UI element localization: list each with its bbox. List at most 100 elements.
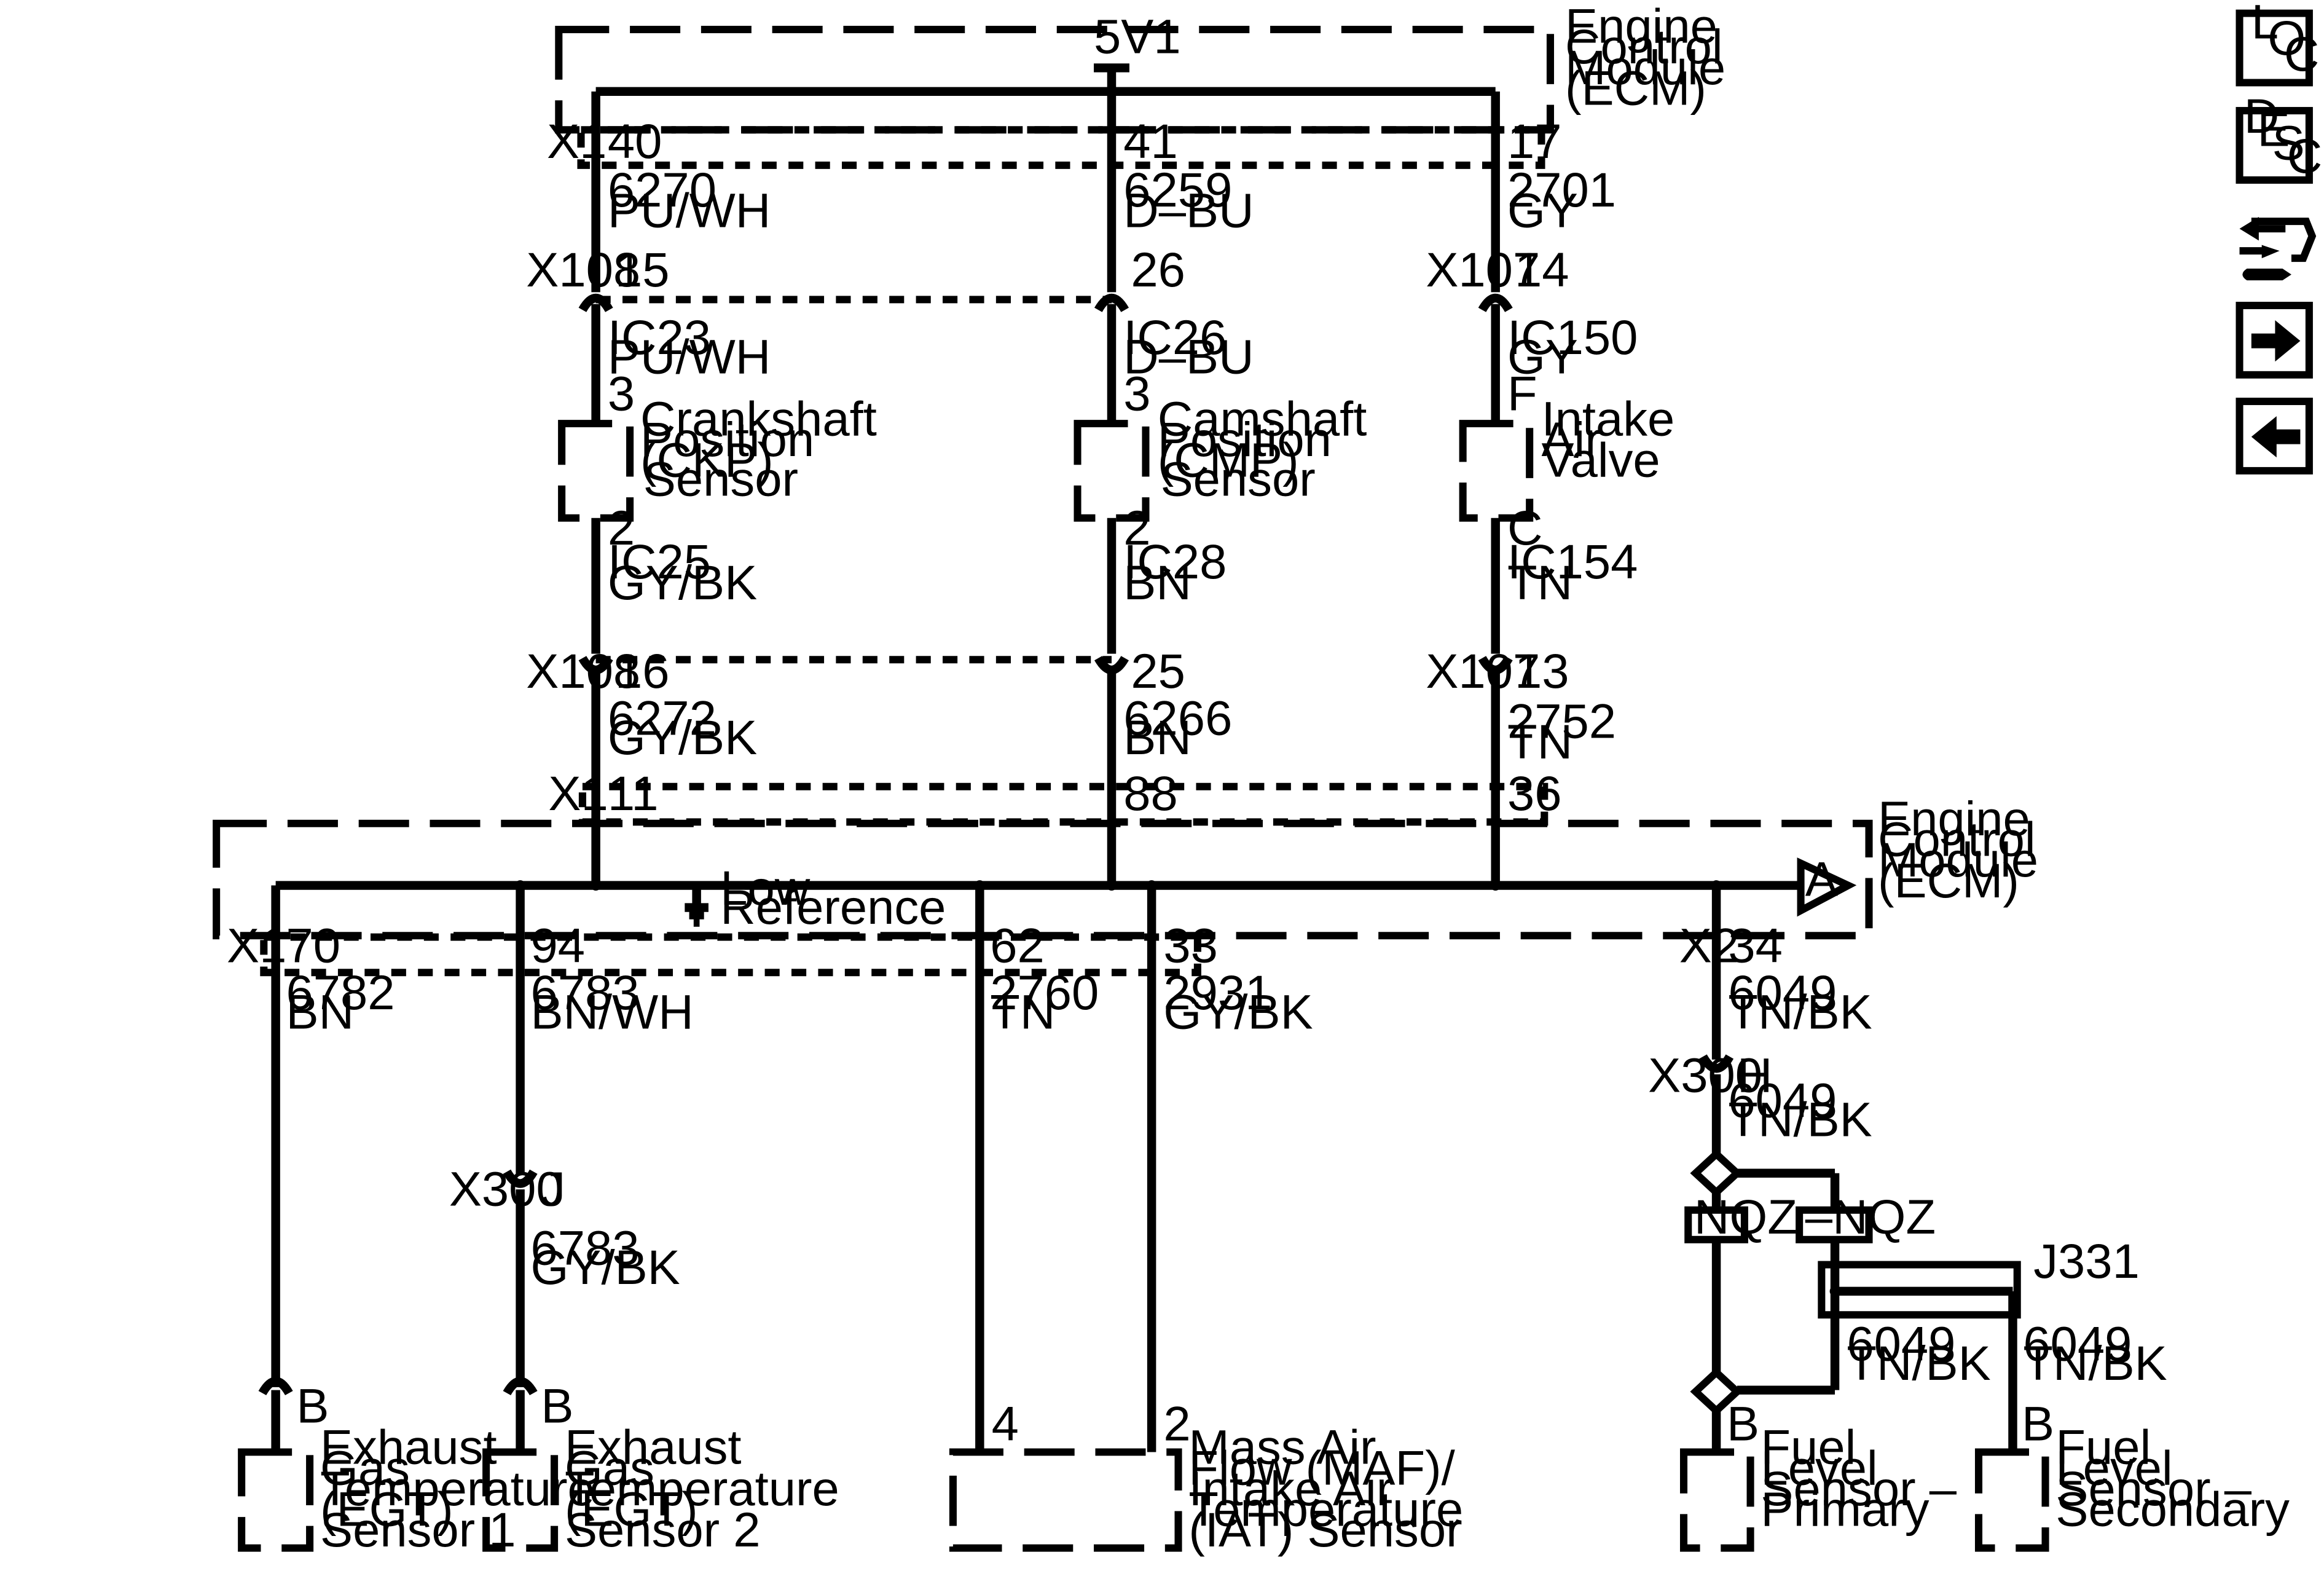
ecm-label-top-2: Control <box>1565 19 1723 74</box>
fuel-secondary-box <box>1974 1448 2049 1552</box>
iav-sensor-label-1: Intake <box>1541 391 1674 446</box>
x108-label-top: X108 <box>526 242 640 297</box>
iav-x107-pin-bottom: 13 <box>1515 644 1569 698</box>
cmp-harness-b-color: BN <box>1123 555 1191 610</box>
maf-wire-a-num: 2760 <box>990 965 1099 1020</box>
fuel-x300-pin: H <box>1737 1048 1772 1103</box>
egt1-wire-num: 6782 <box>286 965 395 1020</box>
egt2-x300-pin: J <box>541 1162 565 1216</box>
iav-ecm-pin-bottom: 36 <box>1507 766 1562 821</box>
iav-sensor-box <box>1459 420 1534 522</box>
x1-connector-top <box>577 126 1545 169</box>
ecm-label-bottom-1: Engine <box>1878 791 2030 846</box>
ecm-label-bottom-2: Control <box>1878 812 2036 867</box>
cmp-sensor-label-4: Sensor <box>1161 452 1316 506</box>
next-page-button[interactable] <box>2236 301 2313 379</box>
fuel-secondary-label-2: Level <box>2055 1441 2172 1495</box>
x107-label-top: X107 <box>1426 242 1540 297</box>
iav-sensor-pin-bottom: C <box>1507 500 1542 555</box>
egt2-sensor-label-1: Exhaust <box>565 1420 742 1475</box>
iav-wire-b-num: 2752 <box>1507 694 1616 749</box>
offpage-label-a: A <box>1805 852 1838 907</box>
fuel-wire-b-color: TN/BK <box>1728 1092 1872 1147</box>
j331-label: J331 <box>2033 1234 2140 1288</box>
egt1-sensor-label-2: Gas <box>320 1441 410 1495</box>
splice-cmp <box>1106 880 1117 891</box>
ecm-label-top-1: Engine <box>1565 0 1717 53</box>
desc-button[interactable]: D E S C <box>2236 89 2323 184</box>
loc-button-letter-c: C <box>2284 26 2319 81</box>
fuel-primary-label-3: Sensor – <box>1761 1461 1957 1516</box>
egt2-sensor-box <box>482 1448 559 1552</box>
connector-end-view-icon[interactable] <box>2239 216 2317 281</box>
ckp-ecm-pin: 40 <box>608 114 662 168</box>
cmp-sensor-box <box>1074 420 1150 522</box>
iav-wire-b-color: TN <box>1507 714 1572 769</box>
maf-ecm-pin-a: 62 <box>990 918 1045 973</box>
maf-sensor-label-5: (IAT) Sensor <box>1188 1502 1462 1557</box>
desc-button-letter-c: C <box>2287 128 2322 183</box>
egt1-ecm-pin: 70 <box>286 918 341 973</box>
low-reference-label-2: Reference <box>720 880 946 934</box>
fuel-option-diamond-top <box>1690 1149 1743 1198</box>
cmp-ecm-pin: 41 <box>1123 114 1178 168</box>
egt1-wire-color: BN <box>286 985 355 1039</box>
egt2-sensor-label-4: (EGT) <box>565 1482 698 1537</box>
fuel-wire-c-color: TN/BK <box>1847 1336 1990 1390</box>
iav-harness-a-color: GY <box>1507 329 1578 384</box>
fuel-primary-pin: B <box>1727 1396 1759 1451</box>
x2-label: X2 <box>1679 918 1739 973</box>
egt2-wire-a-color: BN/WH <box>530 985 693 1039</box>
fuel-wire-b-num: 6049 <box>1728 1073 1837 1128</box>
fuel-secondary-pin: B <box>2022 1396 2054 1451</box>
egt1-sensor-label-1: Exhaust <box>320 1420 497 1475</box>
loc-button-letter-l: L <box>2251 0 2279 49</box>
fuel-wire-d-color: TN/BK <box>2023 1336 2167 1390</box>
maf-sensor-pin-b: 2 <box>1163 1396 1190 1451</box>
iav-harness-b-color: TN <box>1507 555 1572 610</box>
egt1-sensor-label-3: Temperature <box>320 1461 595 1516</box>
ckp-harness-b-num: IC25 <box>608 534 711 589</box>
cmp-wire-a-num: 6259 <box>1123 162 1232 217</box>
ckp-sensor-box <box>558 420 634 522</box>
fuel-option-not-nqz: –NQZ <box>1805 1189 1936 1244</box>
egt1-sensor-box <box>238 1448 314 1552</box>
cmp-harness-a-num: IC26 <box>1123 310 1227 364</box>
iav-wire-a-color: GY <box>1507 183 1578 238</box>
ecm-label-bottom-4: (ECM) <box>1878 853 2019 908</box>
x1-connector-bottom <box>260 933 1201 977</box>
previous-page-button[interactable] <box>2236 398 2313 474</box>
cmp-x108-top-terminal <box>1094 294 1129 312</box>
ecm-label-bottom-3: Module <box>1878 832 2038 887</box>
maf-sensor-pin-a: 4 <box>992 1396 1019 1451</box>
egt2-wire-b-color: GY/BK <box>530 1240 680 1294</box>
ecm-label-top-3: Module <box>1565 40 1725 95</box>
loc-button[interactable]: L O C <box>2236 0 2320 87</box>
iav-ecm-pin: 17 <box>1507 114 1562 168</box>
x107-label-bottom: X107 <box>1426 644 1540 698</box>
fuel-secondary-label-1: Fuel <box>2055 1420 2151 1475</box>
cmp-wire-b-num: 6266 <box>1123 691 1232 746</box>
egt1-sensor-pin: B <box>296 1379 329 1433</box>
ecm-box-top <box>555 26 1554 134</box>
cmp-sensor-label-2: Position <box>1158 412 1332 467</box>
iav-sensor-label-3: Valve <box>1541 433 1660 487</box>
egt1-terminal <box>258 1377 293 1396</box>
maf-sensor-label-4: Temperature <box>1188 1482 1463 1537</box>
maf-sensor-label-1: Mass Air <box>1188 1420 1376 1475</box>
egt2-sensor-pin: B <box>541 1379 573 1433</box>
x300-label-fuel: X300 <box>1648 1048 1762 1103</box>
maf-wire-a-color: TN <box>990 985 1055 1039</box>
iav-sensor-pin-top: F <box>1507 366 1537 421</box>
ckp-x108-pin-bottom: 16 <box>615 644 670 698</box>
j331-junction-box <box>1818 1261 2021 1319</box>
maf-wire-b-num: 2931 <box>1163 965 1272 1020</box>
iav-x107-pin-top: 14 <box>1515 242 1569 297</box>
fuel-option-nqz: NQZ <box>1694 1189 1797 1244</box>
fuel-secondary-label-3: Sensor – <box>2055 1461 2251 1516</box>
egt2-terminal <box>503 1377 538 1396</box>
ckp-wire-a-num: 6270 <box>608 162 716 217</box>
fuel-option-nqz-box <box>1684 1206 1748 1243</box>
ckp-x108-bottom-terminal <box>578 656 613 674</box>
ckp-sensor-pin-top: 3 <box>608 366 635 421</box>
